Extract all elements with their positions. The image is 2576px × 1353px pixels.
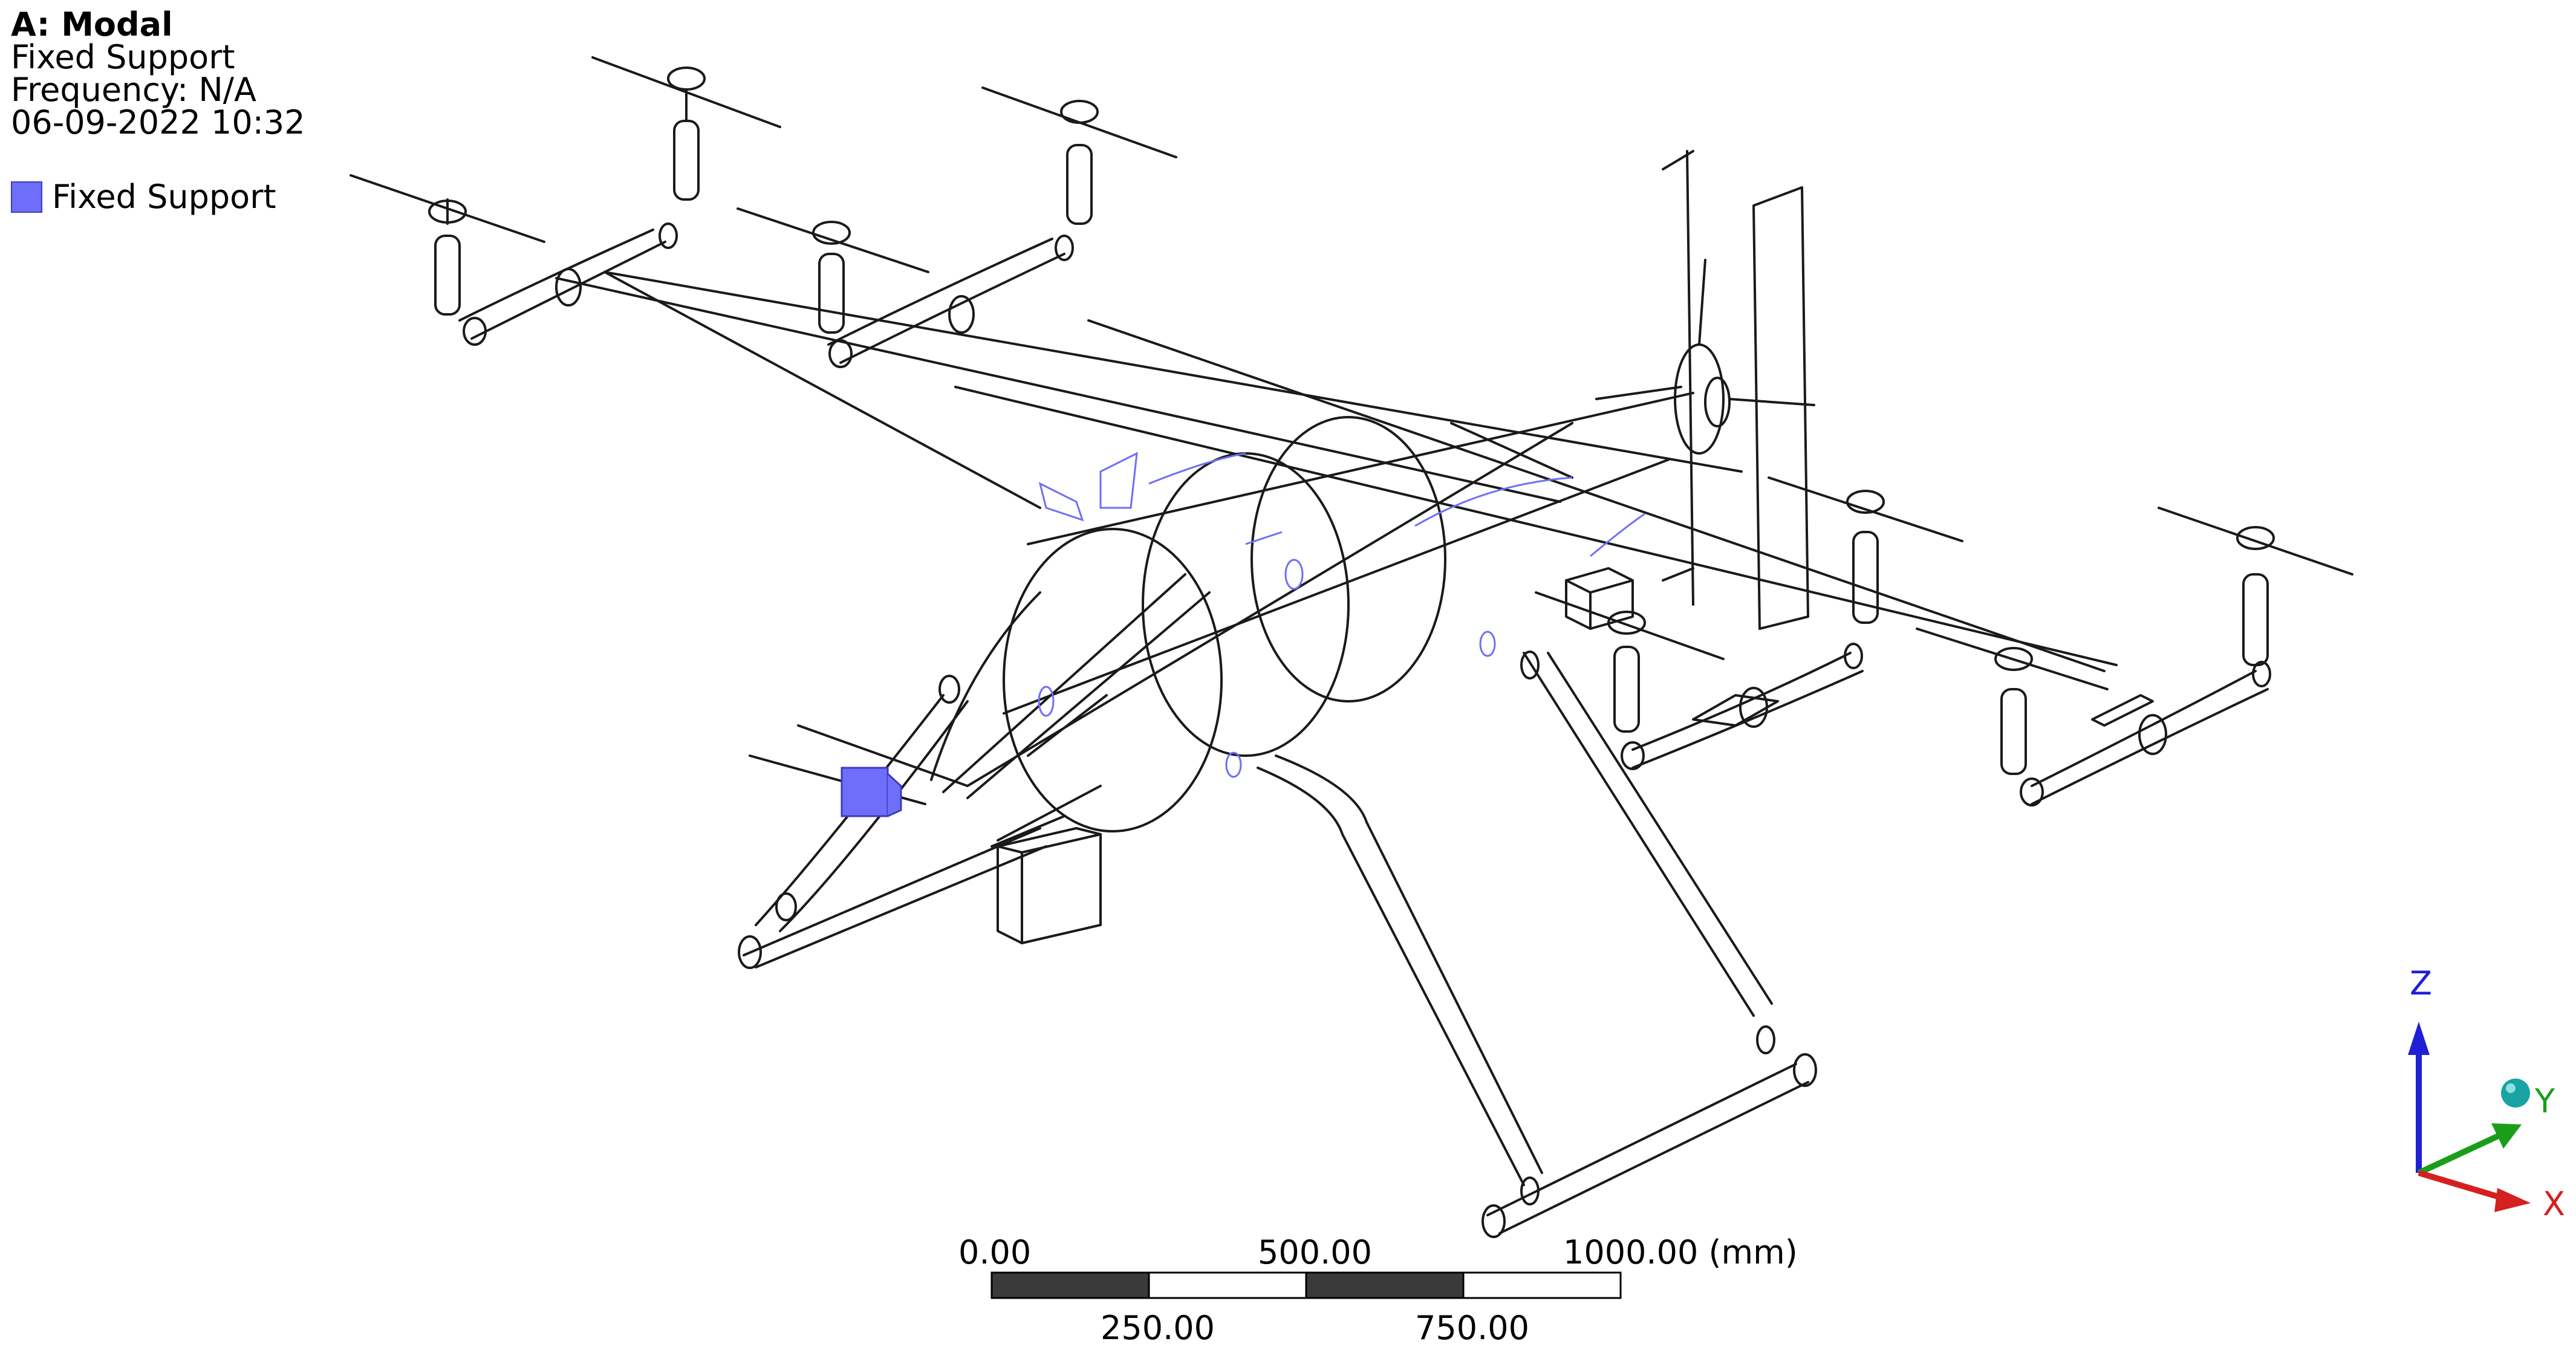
axis-label-y: Y: [2535, 1082, 2555, 1120]
front-right-rotor-arm: [737, 86, 1177, 368]
scale-label-250: 250.00: [1101, 1309, 1215, 1347]
frequency-text: Frequency: N/A: [11, 71, 256, 109]
landing-gear: [1257, 651, 1817, 1238]
axis-triad[interactable]: [2408, 1022, 2531, 1212]
fixed-support-marker[interactable]: [841, 767, 902, 817]
scale-label-0: 0.00: [958, 1233, 1032, 1271]
battery-box: [997, 827, 1102, 944]
drone-wireframe: [350, 56, 2353, 1238]
wing-spars: [555, 271, 2118, 672]
tail-fin: [1595, 150, 1815, 630]
rear-right-rotor-arm: [1916, 507, 2353, 806]
scale-label-500: 500.00: [1258, 1233, 1372, 1271]
legend: Fixed Support: [11, 178, 276, 216]
rear-left-rotor-arm: [1535, 476, 1963, 770]
axis-label-x: X: [2543, 1185, 2565, 1223]
scale-label-750: 750.00: [1415, 1309, 1529, 1347]
front-left-rotor-arm: [350, 56, 781, 346]
legend-label: Fixed Support: [52, 178, 276, 216]
upper-box: [1565, 567, 1634, 630]
fuselage: [930, 392, 1694, 832]
scale-label-1000: 1000.00 (mm): [1563, 1233, 1798, 1271]
timestamp: 06-09-2022 10:32: [11, 103, 305, 141]
analysis-info: A: Modal Fixed Support Frequency: N/A 06…: [11, 8, 305, 139]
scale-bar: [990, 1271, 1622, 1299]
analysis-title: A: Modal: [11, 5, 173, 44]
highlight-surfaces: [1038, 452, 1645, 778]
legend-swatch: [11, 181, 42, 213]
nose-assembly: [738, 573, 1211, 969]
axis-label-z: Z: [2410, 964, 2432, 1002]
object-name: Fixed Support: [11, 38, 235, 76]
